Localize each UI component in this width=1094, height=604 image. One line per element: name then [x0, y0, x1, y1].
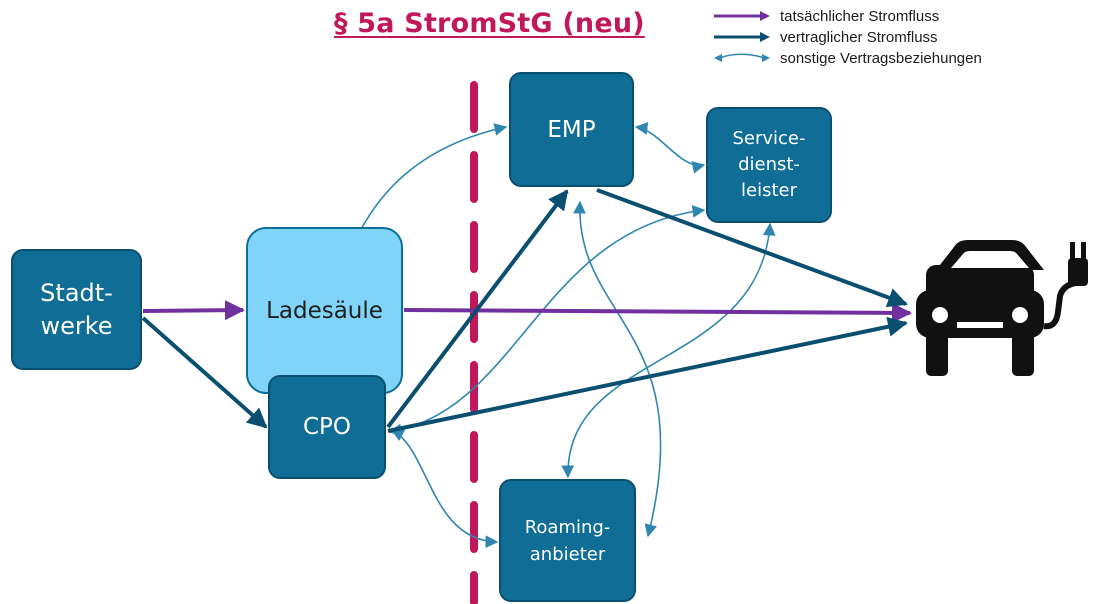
- node-emp: EMP: [509, 72, 634, 187]
- legend-swatch-contract-flow: [714, 32, 770, 42]
- legend-swatch-physical-flow: [714, 11, 770, 21]
- legend-item-contract-flow: vertraglicher Stromfluss: [712, 28, 938, 46]
- node-label-stadtwerke: Stadt- werke: [40, 278, 113, 340]
- legend-item-other-relations: sonstige Vertragsbeziehungen: [712, 49, 982, 67]
- node-label-servicedienstleister: Service- dienst- leister: [732, 128, 806, 201]
- node-label-ladesaeule: Ladesäule: [266, 297, 383, 324]
- node-label-roaminganbieter: Roaming- anbieter: [524, 516, 611, 565]
- page-title: § 5a StromStG (neu): [334, 8, 645, 39]
- contract-flow-stadtwerke-cpo: [141, 316, 268, 429]
- node-ladesaeule: Ladesäule: [246, 227, 403, 394]
- physical-flow-stadtwerke-ladesaeule: [142, 300, 245, 321]
- contract-flow-emp-car: [596, 188, 908, 308]
- node-label-cpo: CPO: [302, 414, 352, 440]
- relation-roaming-service: [561, 222, 776, 479]
- legend-label-other-relations: sonstige Vertragsbeziehungen: [780, 49, 982, 67]
- legend-label-physical-flow: tatsächlicher Stromfluss: [780, 7, 940, 25]
- electric-car-icon: [916, 240, 1088, 376]
- node-label-emp: EMP: [547, 116, 596, 143]
- relation-emp-service: [634, 122, 706, 174]
- legend-item-physical-flow: tatsächlicher Stromfluss: [712, 7, 939, 25]
- node-servicedienstleister: Service- dienst- leister: [706, 107, 832, 223]
- relation-emp-roaming: [573, 200, 662, 538]
- physical-flow-ladesaeule-car: [403, 302, 912, 323]
- node-cpo: CPO: [268, 375, 386, 479]
- legend-label-contract-flow: vertraglicher Stromfluss: [780, 28, 938, 46]
- node-stadtwerke: Stadt- werke: [11, 249, 142, 370]
- contract-flow-cpo-emp: [386, 189, 569, 429]
- contract-flow-cpo-car: [387, 316, 908, 433]
- node-roaminganbieter: Roaming- anbieter: [499, 479, 636, 602]
- relation-cpo-roaming: [390, 429, 499, 549]
- legend-swatch-other-relations: [714, 53, 770, 62]
